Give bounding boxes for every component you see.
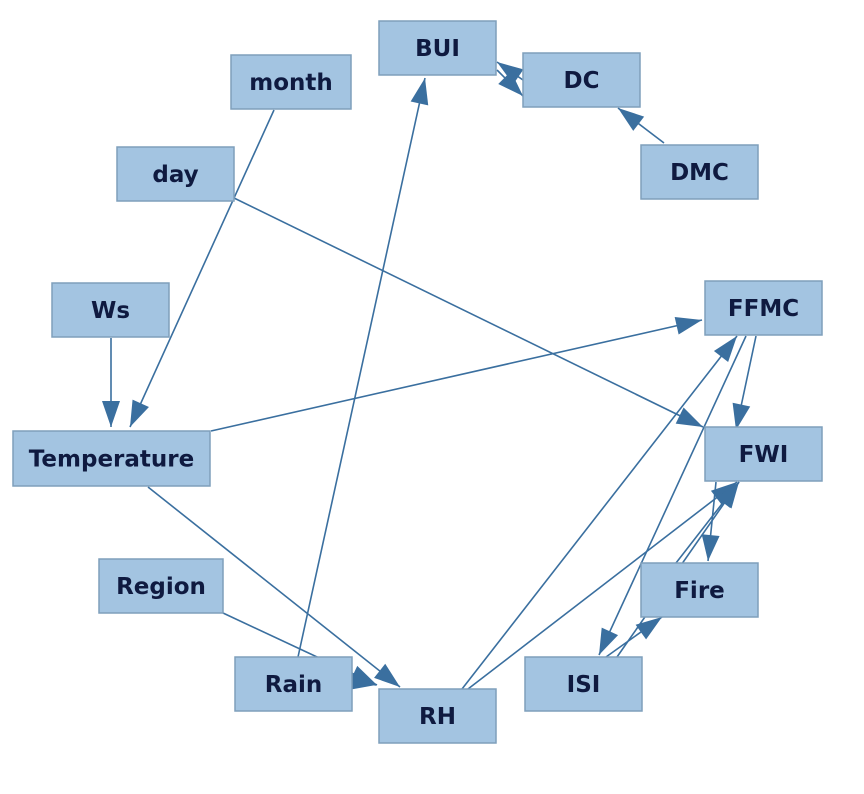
edge-ws-to-temperature bbox=[102, 338, 120, 427]
node-rain[interactable]: Rain bbox=[234, 656, 353, 712]
arrowhead-icon bbox=[716, 482, 739, 509]
node-isi[interactable]: ISI bbox=[524, 656, 643, 712]
node-label: Temperature bbox=[29, 447, 194, 473]
edge-bui-to-dc bbox=[496, 69, 524, 97]
node-box[interactable] bbox=[12, 430, 211, 487]
edge-line bbox=[598, 335, 747, 656]
node-label: day bbox=[152, 162, 198, 188]
node-box[interactable] bbox=[640, 562, 759, 618]
edge-line bbox=[297, 77, 426, 658]
node-label: RH bbox=[419, 704, 456, 730]
edge-ffmc-to-fire bbox=[732, 335, 757, 431]
node-day[interactable]: day bbox=[116, 146, 235, 202]
node-fire[interactable]: Fire bbox=[640, 562, 759, 618]
arrowhead-icon bbox=[130, 399, 149, 427]
node-label: ISI bbox=[567, 672, 601, 698]
node-box[interactable] bbox=[378, 688, 497, 744]
node-dc[interactable]: DC bbox=[522, 52, 641, 108]
node-fwi[interactable]: FWI bbox=[704, 426, 823, 482]
edge-month-to-temperature bbox=[129, 109, 275, 428]
node-box[interactable] bbox=[522, 52, 641, 108]
node-dmc[interactable]: DMC bbox=[640, 144, 759, 200]
node-box[interactable] bbox=[51, 282, 170, 338]
node-box[interactable] bbox=[116, 146, 235, 202]
edge-temperature-to-ffmc bbox=[210, 316, 703, 432]
edge-line bbox=[129, 109, 275, 428]
node-box[interactable] bbox=[704, 426, 823, 482]
node-box[interactable] bbox=[524, 656, 643, 712]
arrowhead-icon bbox=[635, 617, 662, 640]
edge-rh-to-ffmc bbox=[461, 335, 738, 690]
node-label: FFMC bbox=[728, 296, 799, 322]
arrowhead-icon bbox=[498, 71, 523, 96]
edge-line bbox=[233, 197, 704, 428]
arrowhead-icon bbox=[713, 336, 737, 363]
node-label: BUI bbox=[415, 36, 460, 62]
node-region[interactable]: Region bbox=[98, 558, 224, 614]
node-month[interactable]: month bbox=[230, 54, 352, 110]
edges-layer bbox=[102, 61, 757, 690]
edge-rain-to-bui bbox=[297, 77, 429, 658]
node-label: Region bbox=[116, 574, 206, 600]
edge-isi-to-fire bbox=[605, 616, 663, 658]
edge-line bbox=[210, 319, 703, 432]
node-label: FWI bbox=[739, 442, 789, 468]
node-box[interactable] bbox=[704, 280, 823, 336]
edge-line bbox=[461, 335, 738, 690]
node-label: month bbox=[249, 70, 333, 96]
node-box[interactable] bbox=[378, 20, 497, 76]
edge-line bbox=[467, 481, 738, 690]
edge-day-to-fwi bbox=[233, 197, 704, 428]
arrowhead-icon bbox=[374, 663, 400, 687]
arrowhead-icon bbox=[618, 108, 645, 131]
node-box[interactable] bbox=[640, 144, 759, 200]
edge-line bbox=[147, 486, 401, 688]
node-label: Fire bbox=[674, 578, 725, 604]
edge-temperature-to-rh bbox=[147, 486, 401, 688]
node-label: Rain bbox=[265, 672, 323, 698]
arrowhead-icon bbox=[732, 402, 751, 430]
node-bui[interactable]: BUI bbox=[378, 20, 497, 76]
node-box[interactable] bbox=[98, 558, 224, 614]
node-label: DMC bbox=[670, 160, 729, 186]
node-ws[interactable]: Ws bbox=[51, 282, 170, 338]
node-box[interactable] bbox=[230, 54, 352, 110]
edge-dmc-to-dc bbox=[617, 107, 665, 144]
arrowhead-icon bbox=[599, 627, 619, 655]
arrowhead-icon bbox=[701, 534, 720, 561]
arrowhead-icon bbox=[410, 78, 429, 106]
node-ffmc[interactable]: FFMC bbox=[704, 280, 823, 336]
node-label: Ws bbox=[91, 298, 130, 324]
node-label: DC bbox=[564, 68, 600, 94]
arrowhead-icon bbox=[675, 407, 703, 427]
arrowhead-icon bbox=[348, 672, 376, 690]
node-rh[interactable]: RH bbox=[378, 688, 497, 744]
node-box[interactable] bbox=[234, 656, 353, 712]
arrowhead-icon bbox=[674, 316, 702, 335]
arrowhead-icon bbox=[102, 401, 120, 427]
edge-ffmc-to-isi bbox=[598, 335, 747, 656]
node-temperature[interactable]: Temperature bbox=[12, 430, 211, 487]
